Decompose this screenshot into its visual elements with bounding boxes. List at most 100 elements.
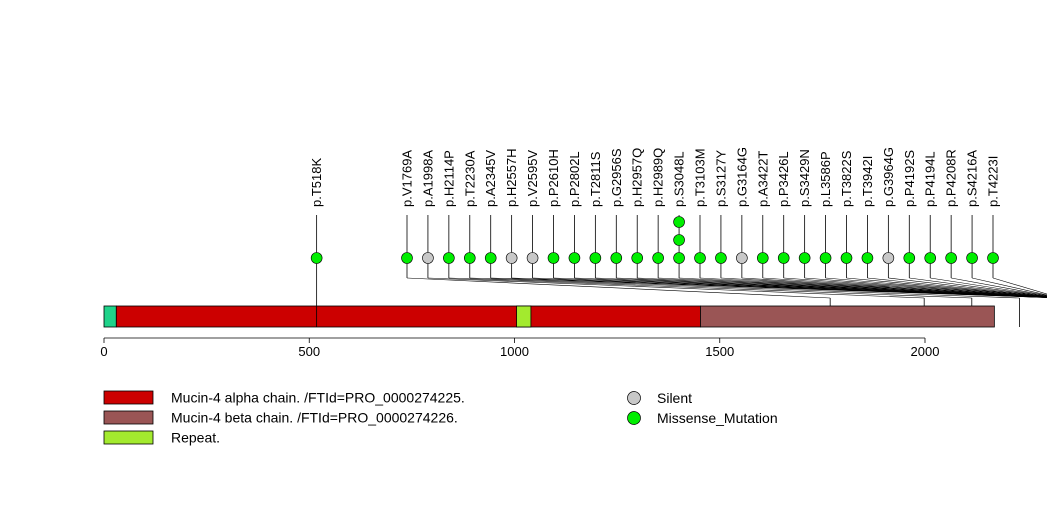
- mutation-label-21: p.L3586P: [818, 151, 833, 207]
- mutation-label-19: p.P3426L: [776, 151, 791, 207]
- mutation-label-6: p.H2557H: [504, 148, 519, 207]
- mutation-label-10: p.T2811S: [588, 151, 603, 207]
- mutation-label-25: p.P4192S: [902, 150, 917, 207]
- connector-lines: [406, 277, 1047, 327]
- mutation-head-5-0: [484, 252, 497, 264]
- mutation-head-28-0: [966, 252, 978, 264]
- mutation-head-25-0: [903, 252, 916, 264]
- mutation-head-17-0: [736, 252, 748, 264]
- mutation-head-19-0: [777, 252, 790, 264]
- mutation-head-1-0: [401, 252, 413, 264]
- mutation-head-14-2: [673, 216, 685, 228]
- mutation-head-21-0: [819, 252, 832, 264]
- mutation-label-16: p.S3127Y: [713, 150, 728, 207]
- mutation-label-13: p.H2989Q: [651, 148, 666, 207]
- connector-28: [972, 277, 1047, 296]
- mutation-labels: p.T518K p.V1769A p.A1998A p.H2114P p.T2230A p…: [309, 147, 1000, 207]
- mutation-head-27-0: [945, 252, 957, 264]
- mutation-label-22: p.T3822S: [839, 150, 854, 207]
- domain-1: [115, 305, 701, 328]
- domain-3: [700, 305, 995, 328]
- mutation-label-28: p.S4216A: [965, 150, 980, 207]
- legend-swatch-2: [103, 430, 154, 445]
- connector-4: [469, 277, 1020, 299]
- mutation-head-14-0: [673, 252, 685, 264]
- legend-label-0: Mucin-4 alpha chain. /FTId=PRO_000027422…: [171, 390, 465, 406]
- connector-29: [992, 277, 1047, 295]
- mutation-head-22-0: [840, 252, 853, 264]
- mutation-head-29-0: [987, 252, 999, 264]
- mutation-label-17: p.G3164G: [734, 147, 749, 207]
- connector-25: [909, 277, 1047, 297]
- domain-2: [516, 305, 532, 328]
- connector-3: [448, 277, 972, 299]
- mutation-head-6-0: [505, 252, 518, 264]
- legend-label-1: Mucin-4 beta chain. /FTId=PRO_0000274226…: [171, 410, 458, 426]
- mutation-head-23-0: [861, 252, 874, 264]
- x-tick-label-2: 1000: [500, 344, 529, 359]
- mutation-label-20: p.S3429N: [797, 149, 812, 207]
- mutation-head-11-0: [610, 252, 623, 264]
- mutation-head-24-0: [882, 252, 895, 264]
- mutation-label-26: p.P4194L: [923, 151, 938, 207]
- mutation-head-14-1: [673, 234, 685, 246]
- mutation-head-26-0: [924, 252, 937, 264]
- legend-type-label-1: Missense_Mutation: [657, 410, 778, 426]
- mutation-label-23: p.T3942I: [860, 156, 875, 207]
- mutation-head-15-0: [694, 252, 706, 264]
- mutation-label-15: p.T3103M: [693, 148, 708, 207]
- mutation-head-10-0: [589, 252, 602, 264]
- connector-27: [951, 277, 1047, 296]
- x-tick-label-4: 2000: [911, 344, 940, 359]
- mutation-head-13-0: [652, 252, 664, 264]
- mutation-label-8: p.P2610H: [546, 149, 561, 207]
- x-tick-label-0: 0: [100, 344, 107, 359]
- mutation-label-3: p.H2114P: [441, 150, 456, 207]
- mutation-head-4-0: [463, 252, 476, 264]
- connector-2: [427, 277, 925, 299]
- x-tick-label-1: 500: [298, 344, 320, 359]
- mutation-label-12: p.H2957Q: [630, 148, 645, 207]
- mutation-label-2: p.A1998A: [420, 150, 435, 207]
- connector-23: [867, 277, 1047, 297]
- legend-marker-0: [627, 391, 641, 405]
- protein-backbone: [103, 305, 995, 328]
- mutation-label-5: p.A2345V: [483, 150, 498, 207]
- x-axis: 0 500 1000 1500 2000: [100, 337, 940, 359]
- mutation-head-3-0: [443, 252, 455, 264]
- x-tick-label-3: 1500: [705, 344, 734, 359]
- mutation-head-7-0: [526, 252, 539, 264]
- domain-0: [103, 305, 117, 328]
- legend: Mucin-4 alpha chain. /FTId=PRO_000027422…: [103, 390, 778, 446]
- legend-marker-1: [627, 411, 641, 425]
- mutation-head-9-0: [568, 252, 581, 264]
- mutation-label-29: p.T4223I: [986, 156, 1001, 207]
- mutation-head-2-0: [422, 252, 434, 264]
- mutation-label-1: p.V1769A: [400, 150, 415, 207]
- legend-label-2: Repeat.: [171, 430, 220, 446]
- legend-type-label-0: Silent: [657, 390, 692, 406]
- mutation-stems: [310, 215, 999, 327]
- mutation-head-20-0: [798, 252, 811, 264]
- mutation-label-7: p.V2595V: [525, 150, 540, 207]
- mutation-head-12-0: [631, 252, 644, 264]
- mutation-head-16-0: [715, 252, 727, 264]
- mutation-label-9: p.P2802L: [567, 151, 582, 207]
- legend-swatch-1: [103, 410, 154, 425]
- connector-21: [825, 277, 1047, 298]
- mutation-label-11: p.G2956S: [609, 148, 624, 207]
- legend-swatch-0: [103, 390, 154, 405]
- mutation-label-14: p.S3048L: [672, 151, 687, 207]
- mutation-label-0: p.T518K: [309, 158, 324, 207]
- connector-26: [930, 277, 1047, 297]
- connector-1: [406, 277, 831, 299]
- mutation-label-24: p.G3964G: [881, 147, 896, 207]
- mutation-label-18: p.A3422T: [755, 151, 770, 207]
- mutation-label-4: p.T2230A: [462, 150, 477, 207]
- mutation-head-0-0: [310, 252, 323, 264]
- connector-22: [846, 277, 1047, 298]
- mutation-label-27: p.P4208R: [944, 149, 959, 207]
- mutation-head-18-0: [756, 252, 769, 264]
- mutation-head-8-0: [547, 252, 560, 264]
